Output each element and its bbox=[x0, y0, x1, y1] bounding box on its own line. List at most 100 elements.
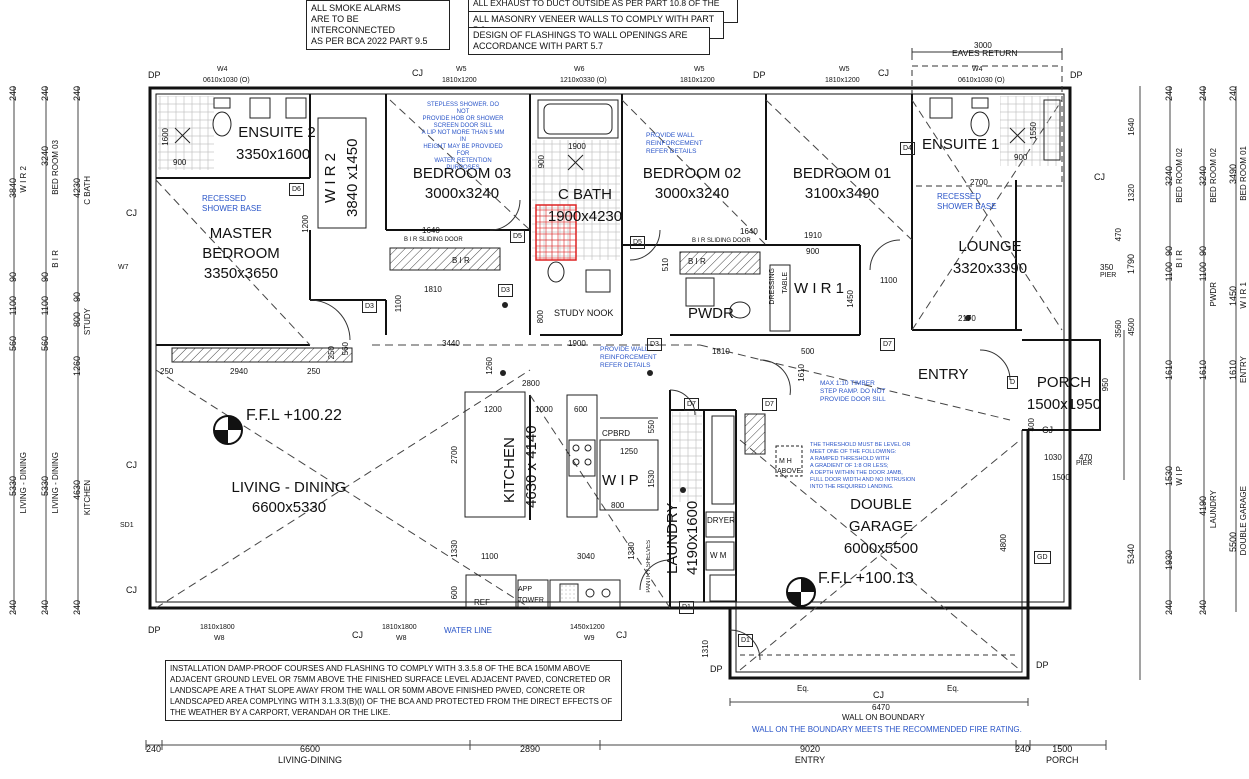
kitchen-benches bbox=[464, 391, 659, 608]
pantry-label: PANTRY SHELVES bbox=[646, 540, 652, 593]
room-ensuite-2-size: 3350x1600 bbox=[236, 146, 311, 163]
dim-label: 900 bbox=[806, 247, 820, 256]
bir-label: B I R bbox=[688, 257, 706, 266]
right-dim-chain-1: 240 3240 BED ROOM 02 90 1100 B I R 1610 … bbox=[1164, 86, 1186, 615]
dim-label: 240 bbox=[1164, 86, 1174, 102]
dim-label: 5340 bbox=[1126, 544, 1136, 565]
dim-label: 1100 bbox=[394, 295, 403, 313]
dim-label: B I R bbox=[1175, 250, 1184, 268]
eq-label: Eq. bbox=[947, 684, 960, 693]
dim-label: 1550 bbox=[1029, 122, 1038, 140]
room-kitchen-size: 4630 x 4140 bbox=[523, 425, 540, 509]
dim-label: 1000 bbox=[535, 405, 553, 414]
dim-label: 240 bbox=[40, 86, 50, 102]
dim-label: 400 bbox=[1027, 418, 1036, 432]
dim-label: W I P bbox=[1175, 466, 1184, 486]
dim-label: W I R 1 bbox=[1239, 282, 1248, 309]
bir-label: B I R bbox=[452, 256, 470, 265]
pier-label: PIER bbox=[1076, 460, 1093, 467]
dim-label: 900 bbox=[1014, 153, 1028, 162]
dim-label: 250 bbox=[327, 346, 336, 360]
dim-label: 3440 bbox=[442, 339, 460, 348]
dim-label: BED ROOM 02 bbox=[1175, 148, 1184, 203]
wm-label: W M bbox=[710, 551, 727, 560]
room-laundry-size: 4190x1600 bbox=[684, 500, 701, 576]
left-dim-chain-mid: 240 3240 BED ROOM 03 90 1100 B I R 560 5… bbox=[40, 86, 62, 615]
door-tag: D bbox=[1007, 376, 1019, 389]
cj-marker: CJ bbox=[412, 68, 423, 78]
ffl-marker-house bbox=[213, 415, 243, 445]
outer-walls bbox=[148, 86, 1101, 680]
dim-label: 1610 bbox=[1198, 360, 1208, 381]
dim-label: 1530 bbox=[647, 470, 656, 488]
laundry-fixtures bbox=[705, 413, 803, 602]
window-label: SD1 bbox=[120, 522, 134, 529]
dim-label: 600 bbox=[450, 586, 459, 600]
robes bbox=[171, 117, 791, 363]
dim-label: 1450 bbox=[846, 290, 855, 308]
door-tag: D4 bbox=[900, 142, 915, 155]
dim-label: 500 bbox=[801, 347, 815, 356]
dim-label: 1100 bbox=[880, 276, 898, 285]
dim-label: 2800 bbox=[522, 379, 540, 388]
smoke-note-line: ALL SMOKE ALARMS bbox=[311, 3, 401, 13]
wet-areas bbox=[158, 96, 1060, 502]
cpbrd-label: CPBRD bbox=[602, 429, 631, 438]
room-entry: ENTRY bbox=[918, 366, 969, 383]
door-tag: D5 bbox=[510, 230, 525, 243]
eaves-return-label: EAVES RETURN bbox=[952, 48, 1018, 58]
dim-label: 1610 bbox=[797, 364, 806, 382]
eq-label: Eq. bbox=[797, 684, 810, 693]
room-laundry: LAUNDRY bbox=[664, 502, 681, 574]
dim-label: 2940 bbox=[230, 367, 248, 376]
bir-sliding-label: B I R SLIDING DOOR bbox=[692, 238, 751, 244]
smoke-alarm-note: ALL SMOKE ALARMS ARE TO BE INTERCONNECTE… bbox=[306, 0, 450, 50]
door-tag: D5 bbox=[630, 236, 645, 249]
dim-label: 1310 bbox=[701, 640, 710, 658]
dim-label: W I R 2 bbox=[19, 166, 28, 193]
ffl-house-label: F.F.L +100.22 bbox=[246, 407, 342, 424]
dim-label: 1200 bbox=[484, 405, 502, 414]
dim-label: 1640 bbox=[422, 226, 440, 235]
mh-label: M H bbox=[779, 458, 792, 465]
dim-label: 90 bbox=[40, 272, 50, 283]
dim-label: LIVING - DINING bbox=[19, 452, 28, 514]
room-wir1: W I R 1 bbox=[794, 280, 845, 297]
dim-label: 1100 bbox=[1198, 262, 1208, 282]
dim-label: 600 bbox=[574, 405, 588, 414]
door-tag: D3 bbox=[362, 300, 377, 313]
ffl-marker-garage bbox=[786, 577, 816, 607]
bir-sliding-label: B I R SLIDING DOOR bbox=[404, 237, 463, 243]
flashings-note-line: DESIGN OF FLASHINGS TO WALL OPENINGS ARE bbox=[473, 30, 688, 40]
bottom-dim: 240 bbox=[1015, 744, 1031, 754]
right-dim-chain-3: 240 3490 BED ROOM 01 1450 W I R 1 1610 E… bbox=[1228, 86, 1249, 612]
dim-label: 1610 bbox=[1164, 360, 1174, 381]
dim-label: 1260 bbox=[72, 356, 82, 377]
dim-label: 250 bbox=[160, 367, 174, 376]
dim-label: 550 bbox=[647, 420, 656, 434]
door-tag: GD bbox=[1034, 551, 1051, 564]
door-tag: D6 bbox=[289, 183, 304, 196]
cj-marker: CJ bbox=[873, 690, 884, 700]
dim-label: 1900 bbox=[568, 142, 586, 151]
dim-label: 240 bbox=[72, 600, 82, 616]
dryer-label: DRYER bbox=[707, 516, 735, 525]
dim-label: 240 bbox=[8, 600, 18, 616]
dim-label: 470 bbox=[1079, 453, 1093, 462]
room-ensuite-1: ENSUITE 1 bbox=[922, 136, 1000, 153]
eaves-dim: 3000 bbox=[974, 41, 992, 50]
dim-label: 1330 bbox=[450, 540, 459, 558]
cj-marker: CJ bbox=[126, 460, 137, 470]
cj-marker: CJ bbox=[1094, 172, 1105, 182]
dim-label: 1100 bbox=[40, 296, 50, 316]
dim-label: 1320 bbox=[1127, 184, 1136, 202]
app-tower-label: APP TOWER bbox=[518, 586, 544, 604]
dim-label: 250 bbox=[307, 367, 321, 376]
